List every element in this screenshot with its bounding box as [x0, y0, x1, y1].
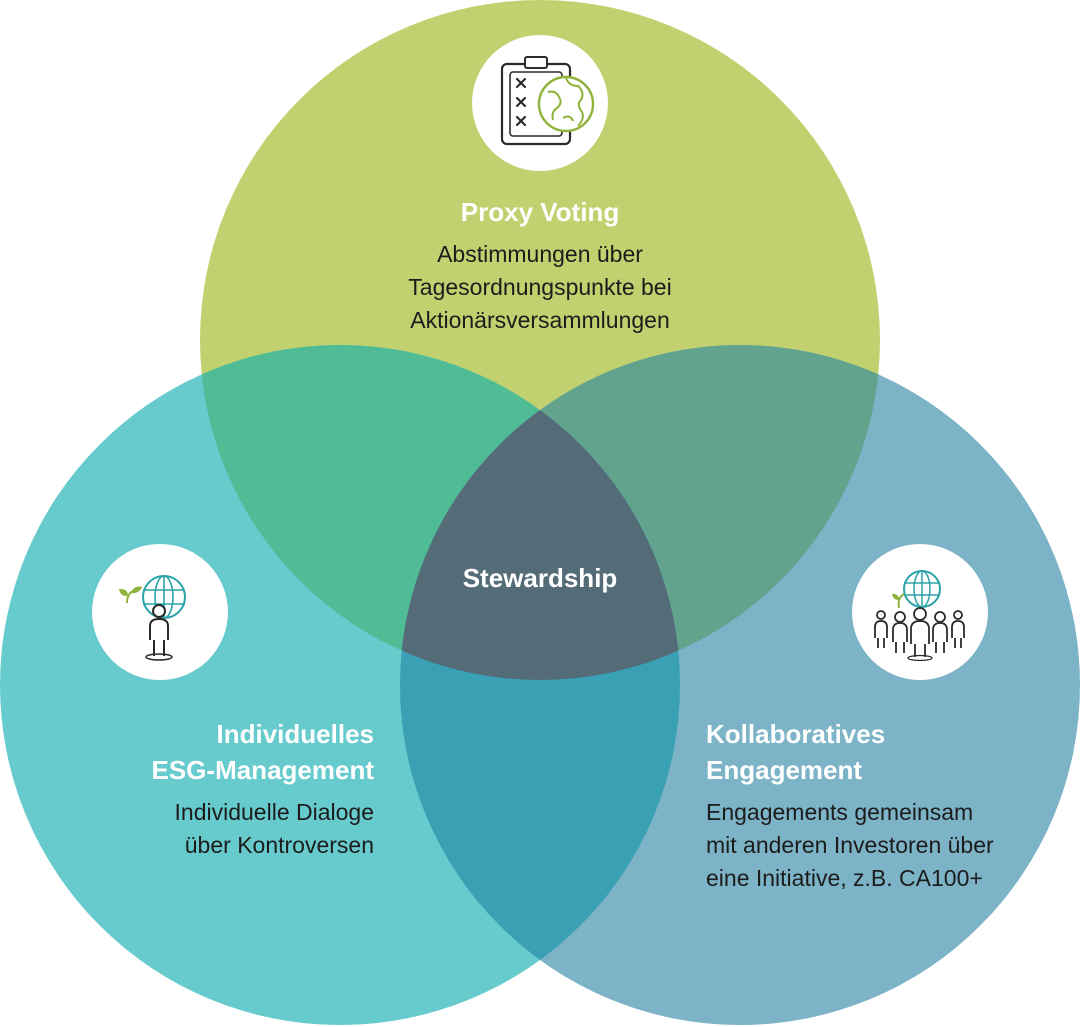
proxy-voting-title: Proxy Voting: [390, 194, 690, 230]
title-line: Engagement: [706, 755, 863, 785]
title-line: ESG-Management: [151, 755, 375, 785]
title-line: Proxy Voting: [460, 197, 620, 227]
title-line: Kollaboratives: [706, 719, 886, 749]
kollaboratives-engagement-title: Kollaboratives Engagement: [706, 716, 1036, 788]
person-globe-sprout-icon: [92, 544, 228, 680]
individuelles-esg-description: Individuelle Dialoge über Kontroversen: [84, 796, 374, 862]
desc-line: eine Initiative, z.B. CA100+: [706, 865, 983, 891]
overlap-center: [400, 345, 680, 680]
stewardship-label: Stewardship: [462, 563, 618, 593]
desc-line: Tagesordnungspunkte bei: [408, 274, 672, 300]
individuelles-esg-title: Individuelles ESG-Management: [84, 716, 375, 788]
proxy-voting-description: Abstimmungen über Tagesordnungspunkte be…: [350, 238, 730, 337]
desc-line: Individuelle Dialoge: [174, 799, 374, 825]
desc-line: Engagements gemeinsam: [706, 799, 974, 825]
desc-line: Aktionärsversammlungen: [410, 307, 670, 333]
desc-line: mit anderen Investoren über: [706, 832, 994, 858]
group-globe-sprout-icon: [852, 544, 988, 680]
title-line: Individuelles: [216, 719, 375, 749]
clipboard-globe-icon: [472, 35, 608, 171]
center-label: Stewardship: [420, 560, 660, 596]
kollaboratives-engagement-description: Engagements gemeinsam mit anderen Invest…: [706, 796, 1036, 895]
desc-line: Abstimmungen über: [437, 241, 643, 267]
desc-line: über Kontroversen: [184, 832, 374, 858]
